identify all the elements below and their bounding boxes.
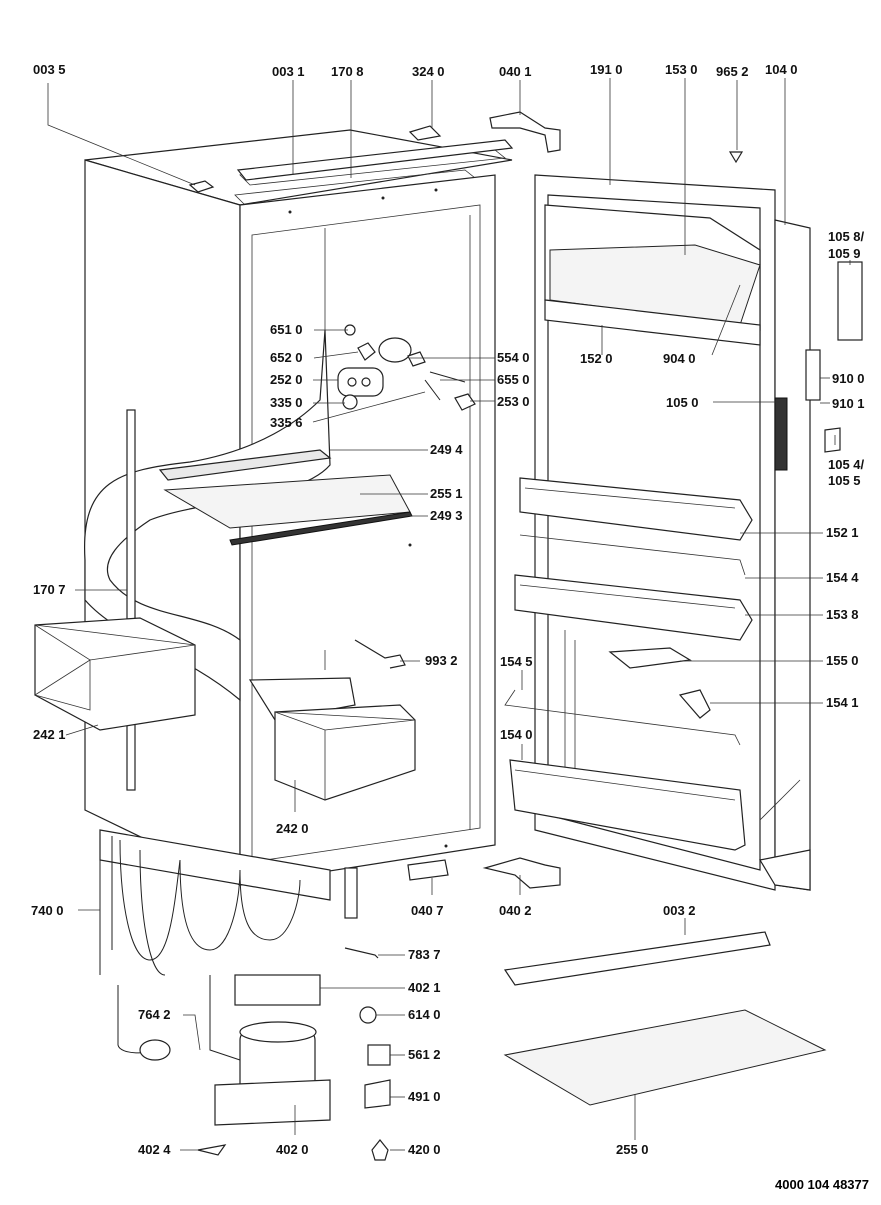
part-4024 (197, 1144, 227, 1156)
screw-965 (728, 151, 744, 164)
magnet-strip (774, 397, 788, 471)
label-1050: 105 0 (666, 395, 699, 410)
door-rail-upper (519, 534, 746, 576)
label-2520: 252 0 (270, 372, 303, 387)
bracket (678, 689, 711, 719)
label-6520: 652 0 (270, 350, 303, 365)
label-0407: 040 7 (411, 903, 444, 918)
door-bin-middle (514, 574, 753, 641)
label-1540: 154 0 (500, 727, 533, 742)
label-1059: 105 9 (828, 246, 861, 261)
part-5612 (367, 1044, 391, 1066)
bottom-rail (503, 931, 771, 986)
label-2550: 255 0 (616, 1142, 649, 1157)
part-7837 (344, 947, 379, 959)
wire-clip (354, 639, 406, 669)
door-bin-lower (509, 759, 746, 851)
label-0035: 003 5 (33, 62, 66, 77)
compressor (117, 974, 331, 1126)
label-2530: 253 0 (497, 394, 530, 409)
label-3240: 324 0 (412, 64, 445, 79)
label-9101: 910 1 (832, 396, 865, 411)
label-1040: 104 0 (765, 62, 798, 77)
hinge-plate (407, 859, 449, 881)
door-assembly (534, 174, 811, 891)
label-3350: 335 0 (270, 395, 303, 410)
label-9932: 993 2 (425, 653, 458, 668)
part-4200 (371, 1139, 389, 1161)
label-3356: 335 6 (270, 415, 303, 430)
label-1520: 152 0 (580, 351, 613, 366)
door-rail-lower (504, 689, 741, 746)
label-1550: 155 0 (826, 653, 859, 668)
label-7837: 783 7 (408, 947, 441, 962)
crisper-drawer-right (248, 677, 416, 801)
label-0032: 003 2 (663, 903, 696, 918)
part-4910 (364, 1079, 391, 1109)
label-0031: 003 1 (272, 64, 305, 79)
dairy-compartment (544, 204, 761, 346)
label-2551: 255 1 (430, 486, 463, 501)
hinge-top (489, 111, 561, 153)
label-1054: 105 4/ (828, 457, 865, 472)
label-9040: 904 0 (663, 351, 696, 366)
label-5612: 561 2 (408, 1047, 441, 1062)
hinge-bottom (482, 857, 561, 889)
label-4021: 402 1 (408, 980, 441, 995)
label-1708: 170 8 (331, 64, 364, 79)
label-6510: 651 0 (270, 322, 303, 337)
label-1058: 105 8/ (828, 229, 865, 244)
label-9100: 910 0 (832, 371, 865, 386)
crisper-drawer-left (34, 617, 196, 731)
label-4200: 420 0 (408, 1142, 441, 1157)
label-2421: 242 1 (33, 727, 66, 742)
label-0401: 040 1 (499, 64, 532, 79)
label-4024: 402 4 (138, 1142, 171, 1157)
label-1521: 152 1 (826, 525, 859, 540)
latch-910 (805, 349, 821, 401)
label-6140: 614 0 (408, 1007, 441, 1022)
label-1055: 105 5 (828, 473, 861, 488)
door-handle-part (837, 261, 863, 341)
leader-lines (47, 78, 851, 1151)
label-2494: 249 4 (430, 442, 463, 457)
label-1544: 154 4 (826, 570, 859, 585)
label-2420: 242 0 (276, 821, 309, 836)
label-7642: 764 2 (138, 1007, 171, 1022)
bottom-glass (503, 1009, 827, 1106)
door-bin-upper (519, 477, 753, 541)
label-5540: 554 0 (497, 350, 530, 365)
glass-shelf-upper (158, 449, 413, 546)
label-1538: 153 8 (826, 607, 859, 622)
label-6550: 655 0 (497, 372, 530, 387)
label-4020: 402 0 (276, 1142, 309, 1157)
label-0402: 040 2 (499, 903, 532, 918)
label-1707: 170 7 (33, 582, 66, 597)
label-1545: 154 5 (500, 654, 533, 669)
label-1910: 191 0 (590, 62, 623, 77)
label-2493: 249 3 (430, 508, 463, 523)
label-4910: 491 0 (408, 1089, 441, 1104)
label-1541: 154 1 (826, 695, 859, 710)
top-rails (188, 125, 514, 193)
latch-1054 (824, 427, 841, 453)
relay-6140 (359, 1006, 377, 1024)
label-7400: 740 0 (31, 903, 64, 918)
label-1530: 153 0 (665, 62, 698, 77)
condenser (99, 829, 358, 976)
egg-tray (608, 647, 692, 669)
label-9652: 965 2 (716, 64, 749, 79)
thermostat-parts (337, 324, 476, 411)
footer-code: 4000 104 48377 (775, 1177, 869, 1192)
